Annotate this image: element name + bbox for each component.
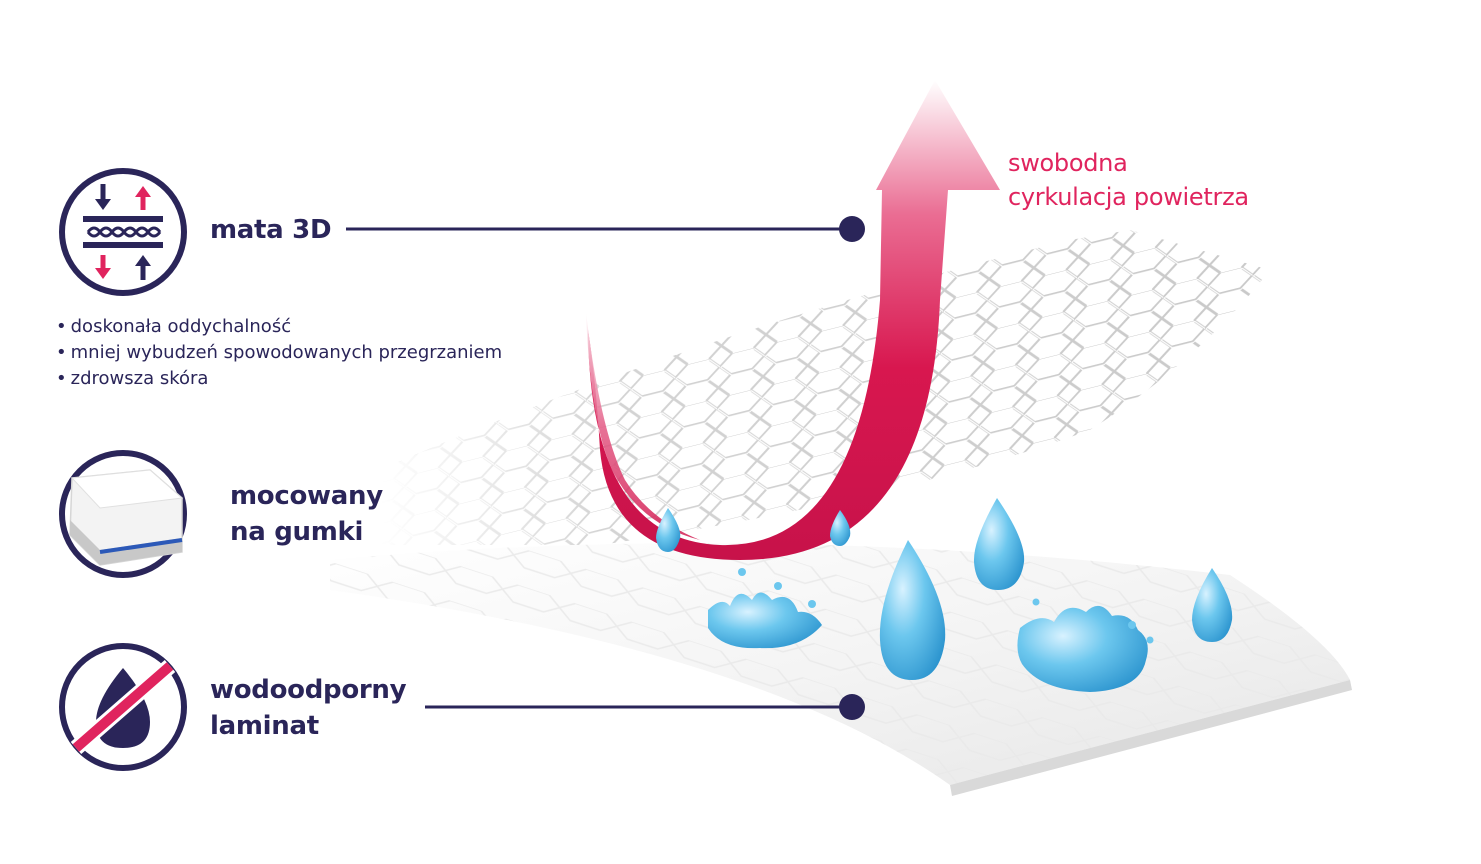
airflow-label: swobodna cyrkulacja powietrza <box>1008 146 1249 214</box>
benefit-item: mniej wybudzeń spowodowanych przegrzanie… <box>56 340 503 366</box>
mattress-protector-icon <box>59 450 187 578</box>
elastic-label-line1: mocowany <box>230 481 383 511</box>
no-water-drop-icon <box>59 643 187 771</box>
airflow-arrow <box>588 80 1000 560</box>
airflow-label-line1: swobodna <box>1008 149 1128 177</box>
waterproof-label: wodoodporny laminat <box>210 672 407 744</box>
mata3d-label-text: mata 3D <box>210 215 332 245</box>
splash-left <box>708 592 822 649</box>
waterproof-label-line2: laminat <box>210 711 319 741</box>
airflow-label-line2: cyrkulacja powietrza <box>1008 183 1249 211</box>
water-drops <box>656 498 1233 692</box>
callout-dot-mata3d <box>839 216 865 242</box>
mata3d-label: mata 3D <box>210 212 332 248</box>
waterproof-label-line1: wodoodporny <box>210 675 407 705</box>
elastic-label-line2: na gumki <box>230 517 364 547</box>
elastic-label: mocowany na gumki <box>230 478 383 550</box>
benefit-item: zdrowsza skóra <box>56 366 502 392</box>
callout-dot-laminate <box>839 694 865 720</box>
splash-right <box>1017 605 1148 692</box>
benefit-item: doskonała oddychalność <box>56 314 502 340</box>
mata3d-benefits-list: doskonała oddychalność mniej wybudzeń sp… <box>56 314 503 392</box>
layers-airflow-icon <box>59 168 187 296</box>
